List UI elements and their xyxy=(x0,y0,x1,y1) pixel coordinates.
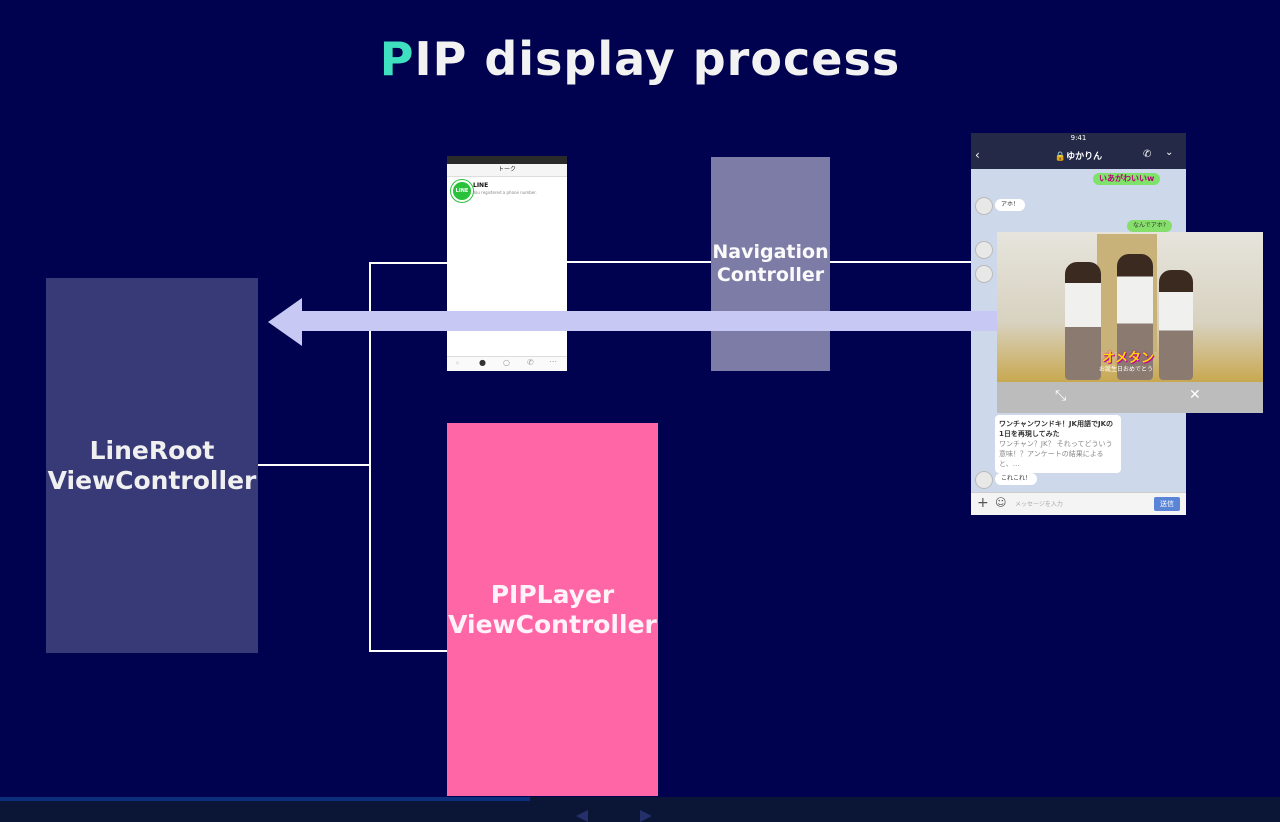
pip-box-line2: ViewController xyxy=(448,609,657,639)
title-first-letter: P xyxy=(379,32,415,86)
contact-sub: You registered a phone number. xyxy=(473,190,537,195)
message-korekore: これこれ！ xyxy=(995,473,1038,485)
nav-box-line1: Navigation xyxy=(712,241,829,264)
pip-box-line1: PIPLayer xyxy=(490,579,615,609)
chat-avatar xyxy=(975,265,993,283)
lock-icon: 🔒 xyxy=(1054,152,1067,162)
phone-icon: ✆ xyxy=(1143,149,1152,160)
connector-to-phone-small xyxy=(369,262,447,264)
next-slide-icon[interactable] xyxy=(640,810,652,822)
girl-left xyxy=(1065,262,1101,380)
chat-title: ゆかりん xyxy=(1066,152,1103,162)
connector-vertical-trunk xyxy=(369,262,371,652)
lineroot-viewcontroller-box: LineRoot ViewController xyxy=(46,278,258,653)
friends-tab-icon: ◦ xyxy=(455,359,460,368)
pip-video-window[interactable]: オメタン お誕生日おめでとう ⤡ ✕ xyxy=(997,232,1263,413)
piplayer-viewcontroller-box: PIPLayer ViewController xyxy=(447,423,658,796)
chevron-down-icon: ⌄ xyxy=(1165,147,1174,158)
sticker-message: いあがわいいw xyxy=(1093,173,1161,185)
chat-avatar xyxy=(975,471,993,489)
link-card-body: ワンチャン？JK？ それってどういう意味！？アンケートの結果によると、… xyxy=(999,440,1113,468)
talk-list-header-title: トーク xyxy=(497,166,516,173)
connector-phone-to-nav xyxy=(567,261,711,263)
message-input-bar: + ☺ メッセージを入力 送信 xyxy=(971,492,1186,515)
video-caption: オメタン xyxy=(1102,351,1155,366)
message-nande: なんでアホ? xyxy=(1127,220,1172,232)
arrow-to-root xyxy=(268,298,998,346)
tab-bar: ◦ ● ○ ✆ ⋯ xyxy=(447,356,567,371)
chat-avatar xyxy=(975,241,993,259)
connector-root-horizontal xyxy=(258,464,371,466)
nav-box-line2: Controller xyxy=(716,264,825,286)
contact-name: LINE xyxy=(473,182,489,189)
calls-tab-icon: ✆ xyxy=(527,358,534,367)
chat-time: 9:41 xyxy=(1070,134,1087,142)
navigation-controller-box: Navigation Controller xyxy=(711,157,830,371)
close-icon[interactable]: ✕ xyxy=(1189,387,1201,403)
plus-icon[interactable]: + xyxy=(977,495,989,511)
arrow-shaft xyxy=(298,311,998,331)
video-frame: オメタン お誕生日おめでとう xyxy=(997,232,1263,382)
expand-icon[interactable]: ⤡ xyxy=(1055,388,1067,404)
link-card-title: ワンチャンワンドキ！JK用語でJKの1日を再現してみた xyxy=(999,420,1113,438)
emoji-icon[interactable]: ☺ xyxy=(995,496,1007,509)
send-button[interactable]: 送信 xyxy=(1154,497,1180,511)
talk-list-navbar: トーク xyxy=(447,164,567,177)
arrow-head xyxy=(268,298,302,346)
message-aho: アホ！ xyxy=(995,199,1026,211)
status-bar xyxy=(447,156,567,164)
link-card: ワンチャンワンドキ！JK用語でJKの1日を再現してみた ワンチャン？JK？ それ… xyxy=(995,415,1121,473)
timeline-tab-icon: ○ xyxy=(503,358,510,367)
root-box-line2: ViewController xyxy=(47,465,257,495)
prev-slide-icon[interactable] xyxy=(576,810,588,822)
connector-to-pip-box xyxy=(369,650,447,652)
video-subcaption: お誕生日おめでとう xyxy=(1099,366,1154,373)
root-box-line1: LineRoot xyxy=(89,435,215,465)
girl-right xyxy=(1159,270,1193,380)
talk-list-screenshot: トーク LINE LINE You registered a phone num… xyxy=(447,156,567,371)
back-chevron-icon: ‹ xyxy=(975,148,980,162)
connector-nav-to-phone-large xyxy=(830,261,971,263)
girl-middle xyxy=(1117,254,1153,380)
message-input[interactable]: メッセージを入力 xyxy=(1015,501,1063,508)
chat-avatar xyxy=(975,197,993,215)
slide-title: PIP display process xyxy=(0,32,1280,86)
title-rest: IP display process xyxy=(414,32,901,86)
presentation-progress-fill xyxy=(0,797,530,801)
chat-title-wrap: 🔒ゆかりん xyxy=(971,149,1186,162)
line-logo-icon: LINE xyxy=(451,180,473,202)
video-controls: ⤡ ✕ xyxy=(997,382,1263,413)
more-tab-icon: ⋯ xyxy=(549,357,557,366)
chats-tab-icon: ● xyxy=(479,358,486,367)
chat-header: 9:41 ‹ 🔒ゆかりん ✆ ⌄ xyxy=(971,133,1186,169)
